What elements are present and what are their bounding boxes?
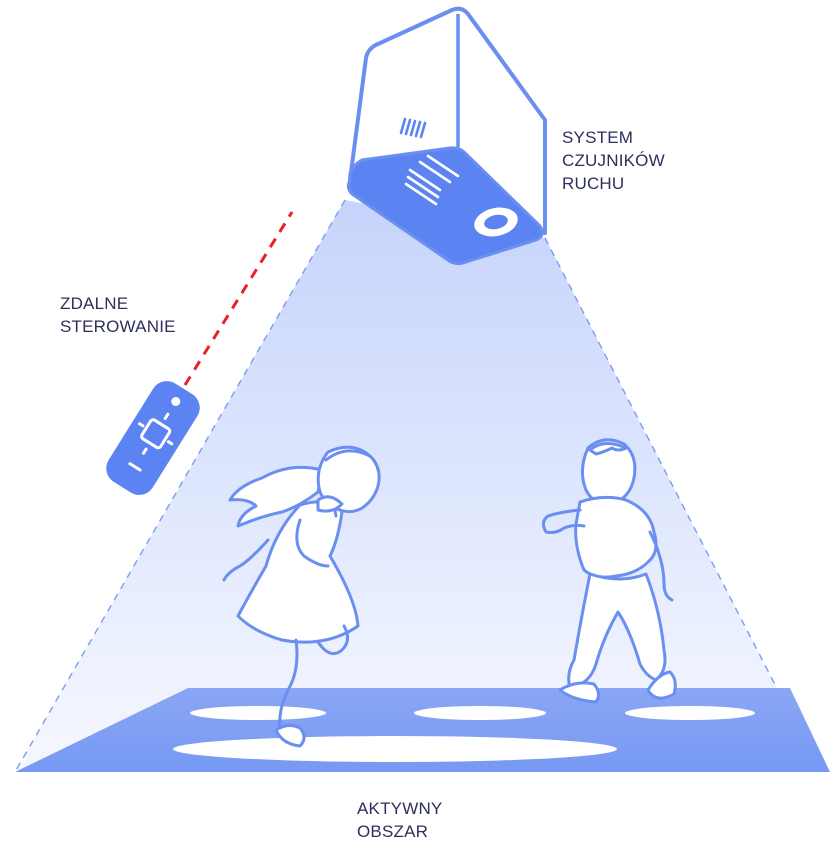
sensor-system-label: SYSTEM CZUJNIKÓW RUCHU: [562, 126, 665, 195]
active-area-label-line: AKTYWNY: [357, 797, 442, 820]
remote-control-label-line: STEROWANIE: [60, 315, 176, 338]
sensor-system-label-line: RUCHU: [562, 172, 665, 195]
floor-spot: [414, 706, 546, 720]
remote-control-label-line: ZDALNE: [60, 292, 176, 315]
active-area-label-line: OBSZAR: [357, 820, 442, 843]
floor-spot: [173, 736, 617, 762]
floor-spot: [625, 706, 755, 720]
active-area-label: AKTYWNY OBSZAR: [357, 797, 442, 843]
sensor-system-label-line: SYSTEM: [562, 126, 665, 149]
remote-control-label: ZDALNE STEROWANIE: [60, 292, 176, 338]
floor-spot: [190, 706, 326, 720]
sensor-system-label-line: CZUJNIKÓW: [562, 149, 665, 172]
